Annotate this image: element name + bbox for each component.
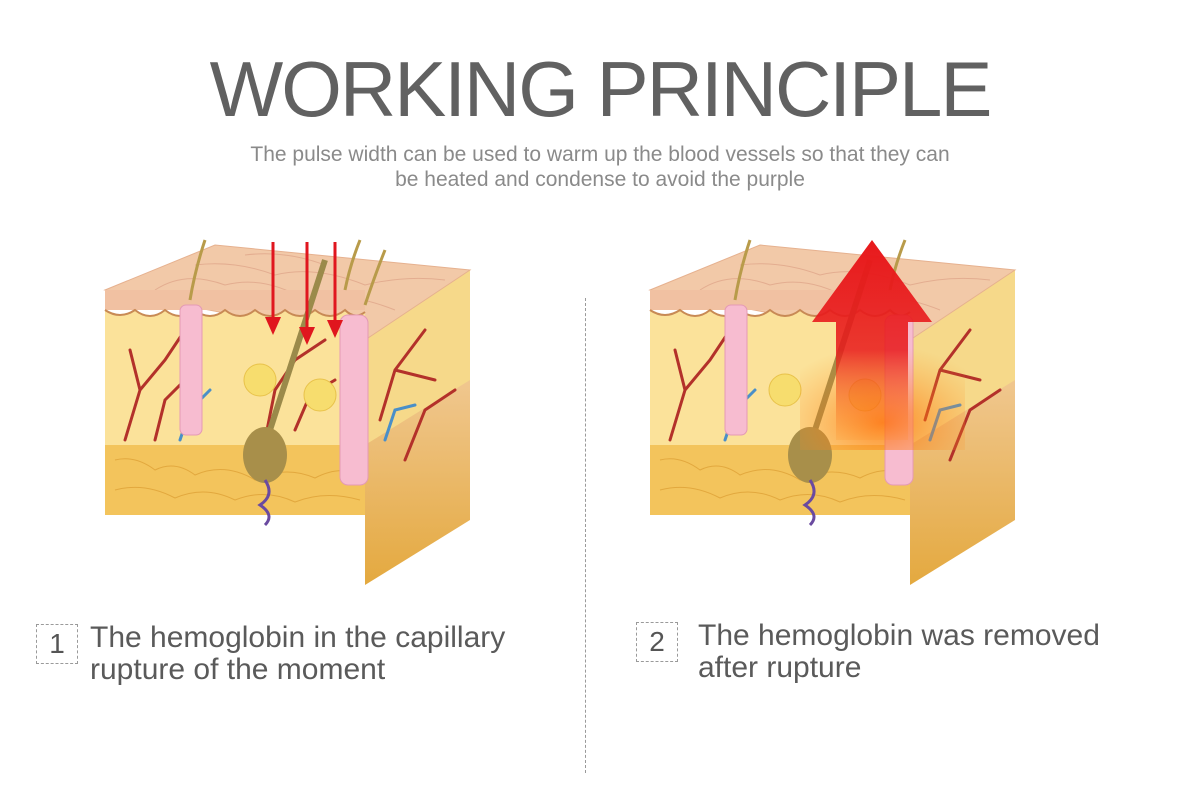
sweat-gland-left [724, 304, 748, 436]
subcutaneous-side-face [365, 380, 470, 585]
caption-2-line-1: The hemoglobin was removed [698, 619, 1100, 652]
subcutaneous-front [650, 445, 910, 515]
follicle-vessels [802, 479, 816, 527]
caption-2: The hemoglobin was removed after rupture [698, 620, 1100, 684]
caption-1-line-2: rupture of the moment [90, 653, 386, 686]
hair-shaft [267, 259, 328, 431]
sebaceous-gland-1 [768, 373, 802, 407]
energy-arrows-down [265, 242, 343, 345]
sebaceous-gland-1 [243, 363, 277, 397]
caption-1: The hemoglobin in the capillary rupture … [90, 622, 505, 686]
hairs [188, 239, 387, 306]
dermis-front [105, 310, 365, 445]
caption-1-line-1: The hemoglobin in the capillary [90, 621, 506, 654]
sebaceous-gland-2 [303, 378, 337, 412]
sweat-gland-right [339, 314, 369, 486]
hair-bulb [243, 427, 287, 483]
sweat-gland-left [179, 304, 203, 436]
step-number-2: 2 [636, 622, 678, 662]
fat-cells [659, 458, 906, 503]
page-subtitle: The pulse width can be used to warm up t… [200, 142, 1000, 192]
dermis-border [104, 308, 366, 317]
energy-arrow-up [812, 240, 932, 440]
step-number-1: 1 [36, 624, 78, 664]
arrow-head [327, 320, 343, 338]
skin-diagram-1 [103, 239, 472, 585]
fat-cells [114, 458, 361, 503]
caption-2-line-2: after rupture [698, 651, 862, 684]
subtitle-line-1: The pulse width can be used to warm up t… [250, 143, 950, 166]
arrow-head [265, 317, 281, 335]
arrow-head [299, 327, 315, 345]
page-title: WORKING PRINCIPLE [209, 45, 993, 133]
heat-arrow [812, 240, 932, 440]
follicle-vessels [257, 479, 271, 527]
subcutaneous-front [105, 445, 365, 515]
skin-diagram-2 [648, 239, 1017, 585]
panel-divider [585, 298, 586, 773]
subtitle-line-2: be heated and condense to avoid the purp… [395, 168, 805, 191]
epidermis-front [105, 290, 365, 310]
